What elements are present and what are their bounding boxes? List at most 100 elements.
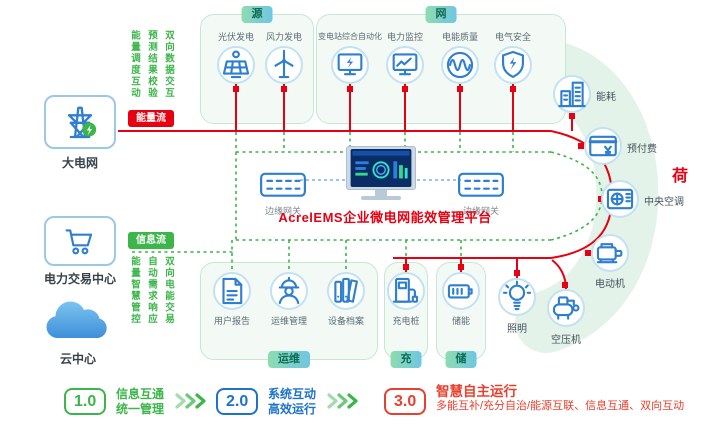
load-label: 照明 [507,324,527,335]
motor-icon [593,236,627,270]
electrical-safety-icon [496,48,530,82]
node-circle [213,272,251,310]
load-node-lighting [498,278,536,316]
central-ac-icon [603,182,637,216]
legend-line: 智慧自主运行 [436,384,517,399]
node-label: 运维管理 [270,316,307,326]
energy-consumption-icon [555,77,589,111]
node-om-management: 运维管理 [254,272,324,328]
storage-badge: 储 [445,351,477,368]
info-flow-tag: 信息流 [128,232,174,249]
node-circle [442,272,480,310]
legend-line: 高效运行 [268,402,317,416]
node-label: 电气安全 [494,32,531,42]
chevron-arrows-icon [326,392,360,415]
node-label: 光伏发电 [217,32,254,42]
monitor-stand [375,190,387,196]
node-energy-storage: 储能 [426,272,496,328]
node-label: 设备档案 [327,316,364,326]
energy-interaction-vertical-text: 双向数据交互 预测结果校验 能量调度互动 [124,30,178,122]
cloud-center-node [38,298,118,346]
evolution-legend: 1.0 信息互通 统一管理 2.0 系统互动 高效运行 3.0 智慧自主运行 多… [0,378,715,438]
node-wind-generation: 风力发电 [249,30,319,84]
network-badge: 网 [425,6,457,23]
load-label: 预付费 [627,144,657,155]
load-label: 中央空调 [644,197,684,208]
power-trade-node [44,216,116,266]
vertical-phrase: 自动需求响应 [146,256,157,325]
node-label: 电能质量 [441,32,478,42]
load-node-motor [591,234,629,272]
load-node-air-compressor [547,289,585,327]
node-circle [217,46,255,84]
gateway-label: 边缘网关 [462,205,499,216]
load-node-prepaid [584,127,622,165]
cloud-center-label: 云中心 [59,352,96,366]
monitor-base [361,196,401,200]
source-badge: 源 [241,6,273,23]
node-circle [441,46,479,84]
wind-turbine-icon [267,48,301,82]
power-trade-label: 电力交易中心 [44,272,117,286]
substation-icon [333,48,367,82]
platform-title: AcrelEMS企业微电网能效管理平台 [278,210,492,225]
power-quality-icon [443,48,477,82]
lighting-icon [500,280,534,314]
load-label: 能耗 [596,92,616,103]
node-power-quality: 电能质量 [425,30,495,84]
node-label: 储能 [451,316,470,326]
gateway-icon [456,166,506,204]
node-electrical-safety: 电气安全 [478,30,548,84]
vertical-phrase: 双向数据交互 [163,30,174,99]
node-circle [331,46,369,84]
node-circle [494,46,532,84]
node-pv-generation: 光伏发电 [201,30,271,84]
energy-flow-tag: 能量流 [128,110,174,127]
vertical-phrase: 预测结果校验 [146,30,157,99]
node-label: 变电站综合自动化 [318,32,382,41]
big-grid-node [44,95,116,149]
trade-cart-icon [63,224,97,258]
version-text-3: 智慧自主运行 多能互补/充分自治/能源互联、信息互通、双向互动 [436,384,684,414]
version-badge-1: 1.0 [64,388,107,416]
prepaid-icon [586,129,620,163]
node-substation-automation: 变电站综合自动化 [315,30,385,84]
big-grid-label: 大电网 [61,156,98,170]
energy-storage-icon [444,274,478,308]
node-label: 电力监控 [386,32,423,42]
edge-gateway-left: 边缘网关 [258,166,308,217]
equipment-archive-icon [329,274,363,308]
info-interaction-vertical-text: 双向电能交易 自动需求响应 能量智慧管控 [124,256,178,348]
node-circle [327,272,365,310]
monitor-screen [346,146,416,190]
om-management-icon [272,274,306,308]
node-label: 充电桩 [392,316,420,326]
version-text-2: 系统互动 高效运行 [268,387,316,417]
vertical-phrase: 能量智慧管控 [129,256,140,325]
power-monitor-icon [388,48,422,82]
load-label: 空压机 [551,335,581,346]
version-badge-3: 3.0 [384,388,427,416]
legend-line: 系统互动 [268,387,317,401]
node-power-monitoring: 电力监控 [370,30,440,84]
node-equipment-archive: 设备档案 [311,272,381,328]
legend-line: 多能互补/充分自治/能源互联、信息互通、双向互动 [436,400,685,412]
node-circle [386,46,424,84]
legend-line: 统一管理 [116,402,165,416]
central-monitor [346,146,416,200]
load-label: 电动机 [595,279,625,290]
charge-badge: 充 [390,351,422,368]
air-compressor-icon [549,291,583,325]
node-circle [265,46,303,84]
node-user-report: 用户报告 [197,272,267,328]
load-node-energy-consumption [553,75,591,113]
load-badge: 荷 [672,168,689,185]
legend-line: 信息互通 [116,387,165,401]
charging-pile-icon [389,274,423,308]
node-label: 风力发电 [265,32,302,42]
ops-badge: 运维 [268,351,310,368]
user-report-icon [215,274,249,308]
solar-panel-icon [219,48,253,82]
node-label: 用户报告 [213,316,250,326]
